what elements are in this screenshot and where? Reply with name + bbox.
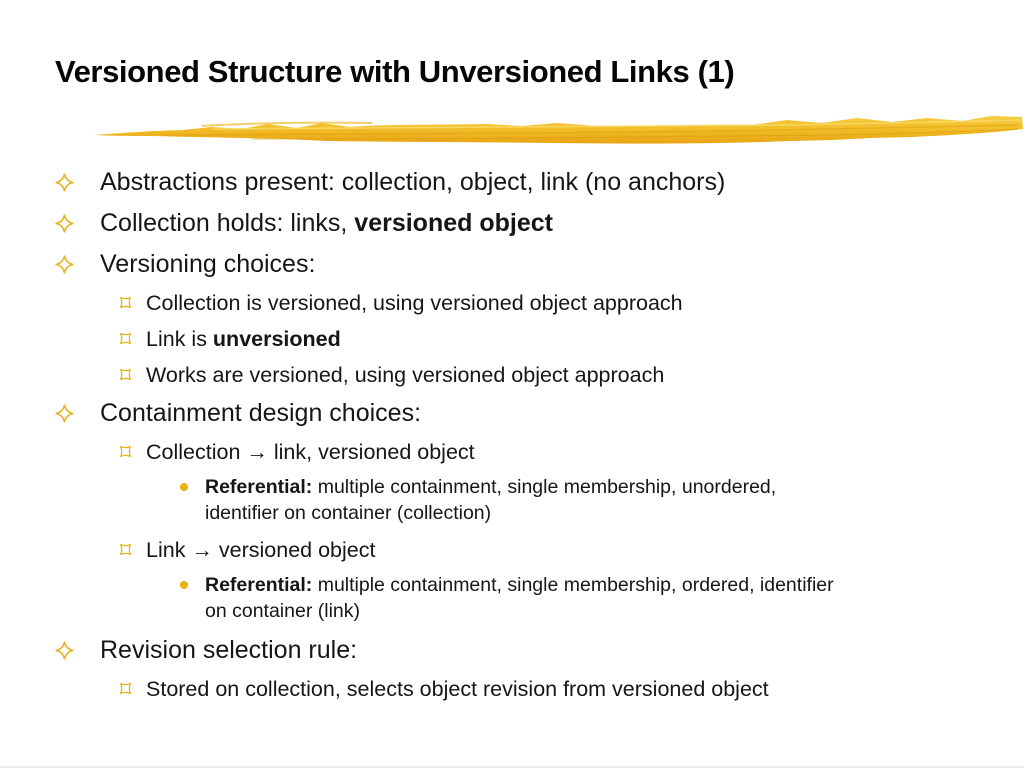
four-point-star-icon — [55, 634, 100, 660]
concave-square-icon — [119, 289, 146, 309]
list-item: Referential: multiple containment, singl… — [55, 572, 1000, 624]
list-item: Referential: multiple containment, singl… — [55, 474, 1000, 526]
list-item-text: Referential: multiple containment, singl… — [205, 574, 834, 622]
list-item-text: Revision selection rule: — [100, 636, 358, 664]
four-point-star-icon — [55, 397, 100, 423]
list-item: Collection → link, versioned object — [55, 438, 1000, 466]
concave-square-icon — [119, 325, 146, 345]
list-item: Collection is versioned, using versioned… — [55, 289, 1000, 317]
dot-icon — [180, 572, 205, 589]
gold-brush-stroke — [92, 105, 1024, 153]
list-item-text: Link is unversioned — [146, 327, 341, 351]
dot-icon — [180, 474, 205, 491]
concave-square-icon — [119, 361, 146, 381]
list-item-text: Versioning choices: — [100, 250, 316, 278]
slide-title: Versioned Structure with Unversioned Lin… — [55, 54, 735, 89]
concave-square-icon — [119, 536, 146, 556]
concave-square-icon — [119, 675, 146, 695]
list-item-text: Abstractions present: collection, object… — [100, 168, 726, 196]
list-item-text: Collection holds: links, versioned objec… — [100, 209, 553, 237]
slide-body: Abstractions present: collection, object… — [55, 166, 1000, 711]
list-item-text: Link → versioned object — [146, 538, 376, 562]
list-item-text: Containment design choices: — [100, 399, 422, 427]
four-point-star-icon — [55, 207, 100, 233]
list-item: Versioning choices: — [55, 248, 1000, 280]
concave-square-icon — [119, 438, 146, 458]
list-item: Abstractions present: collection, object… — [55, 166, 1000, 198]
list-item: Containment design choices: — [55, 397, 1000, 429]
list-item-text: Works are versioned, using versioned obj… — [146, 363, 665, 387]
four-point-star-icon — [55, 166, 100, 192]
list-item: Collection holds: links, versioned objec… — [55, 207, 1000, 239]
list-item-text: Collection is versioned, using versioned… — [146, 291, 683, 315]
list-item: Works are versioned, using versioned obj… — [55, 361, 1000, 389]
list-item-text: Collection → link, versioned object — [146, 440, 475, 464]
list-item: Link → versioned object — [55, 536, 1000, 564]
slide-bottom-edge — [0, 766, 1024, 768]
list-item: Stored on collection, selects object rev… — [55, 675, 1000, 703]
list-item-text: Referential: multiple containment, singl… — [205, 476, 777, 524]
list-item-text: Stored on collection, selects object rev… — [146, 677, 769, 701]
four-point-star-icon — [55, 248, 100, 274]
list-item: Revision selection rule: — [55, 634, 1000, 666]
list-item: Link is unversioned — [55, 325, 1000, 353]
